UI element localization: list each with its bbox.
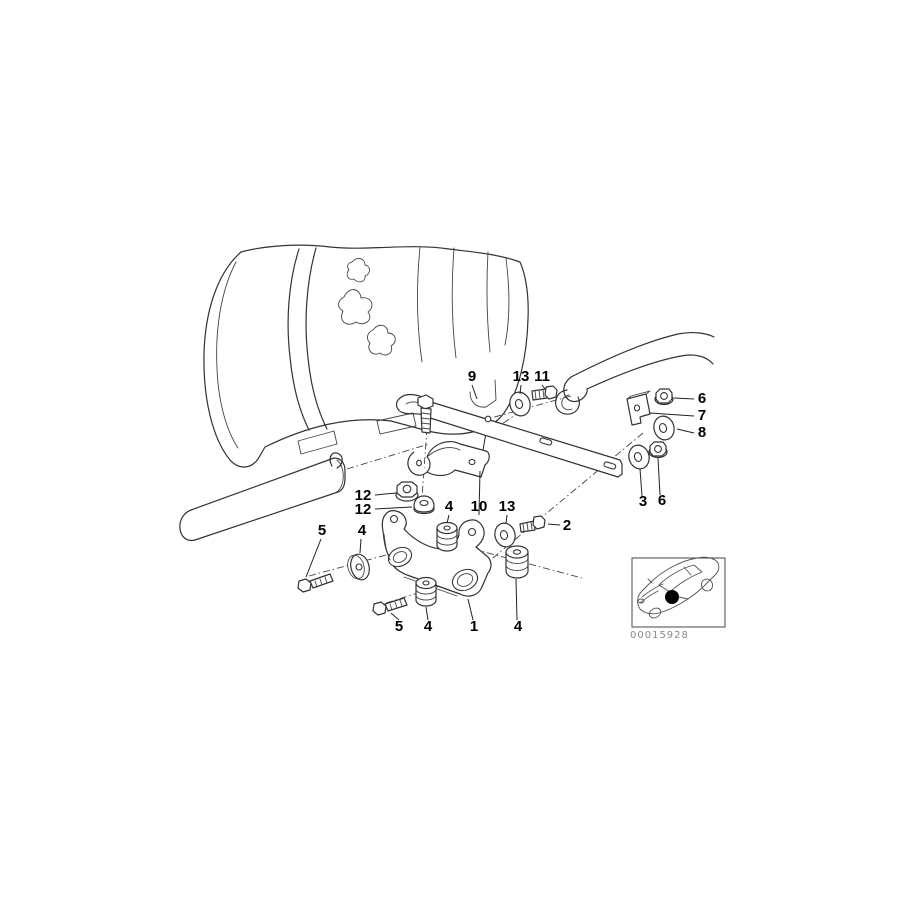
nut-part6-upper: [654, 388, 674, 406]
callout-6: 6: [698, 390, 706, 407]
callout-11: 11: [534, 368, 550, 385]
callout-4: 4: [424, 618, 433, 635]
rubber-mount-part4-right: [505, 545, 529, 579]
washer-part4-left: [347, 553, 370, 581]
washer-part8: [653, 415, 675, 441]
part-location-dot: [665, 590, 679, 604]
callout-5: 5: [395, 618, 403, 635]
car-thumbnail-frame: [631, 557, 726, 628]
nut-part12: [395, 481, 419, 502]
pipe-hanger-loop: [329, 452, 343, 469]
callout-9: 9: [468, 368, 476, 385]
callout-8: 8: [698, 424, 706, 441]
bolt-part11: [531, 385, 558, 401]
bracket-plate-part1: [381, 510, 492, 597]
callout-4: 4: [445, 498, 454, 515]
callout-4: 4: [514, 618, 523, 635]
pipe-clamp-part10: [407, 441, 490, 478]
rubber-mount-part4-top: [436, 521, 458, 552]
leader-lines: [305, 384, 695, 621]
callout-12: 12: [355, 487, 372, 504]
washer-part13-upper: [509, 391, 531, 417]
washer-part13-mid: [494, 522, 516, 548]
callout-6: 6: [658, 492, 666, 509]
washer-part3: [628, 444, 650, 470]
callout-4: 4: [358, 522, 367, 539]
front-exhaust-pipe: [179, 452, 346, 542]
callout-13: 13: [513, 368, 530, 385]
bolt-part2: [519, 515, 546, 533]
support-bar-part9: [395, 393, 623, 478]
welded-stud: [417, 394, 434, 434]
bracket-part7: [626, 390, 651, 426]
rear-exhaust-pipe: [554, 331, 715, 415]
callout-12: 12: [355, 501, 372, 518]
bolt-part5-bottom: [372, 597, 408, 616]
callout-5: 5: [318, 522, 326, 539]
car-locator-thumbnail: 00015928: [630, 556, 726, 641]
car-outline: [637, 556, 720, 619]
callout-1: 1: [470, 618, 478, 635]
callout-10: 10: [471, 498, 488, 515]
callout-7: 7: [698, 407, 706, 424]
nut-part6-lower: [648, 441, 668, 459]
diagram-code: 00015928: [630, 630, 689, 641]
callout-13: 13: [499, 498, 516, 515]
bolt-part5-left: [297, 573, 334, 593]
cap-part12: [413, 495, 435, 515]
callout-3: 3: [639, 493, 647, 510]
pipe-hanger-hook: [554, 389, 580, 415]
callout-2: 2: [563, 517, 571, 534]
rubber-mount-part4-bottom: [415, 576, 437, 607]
